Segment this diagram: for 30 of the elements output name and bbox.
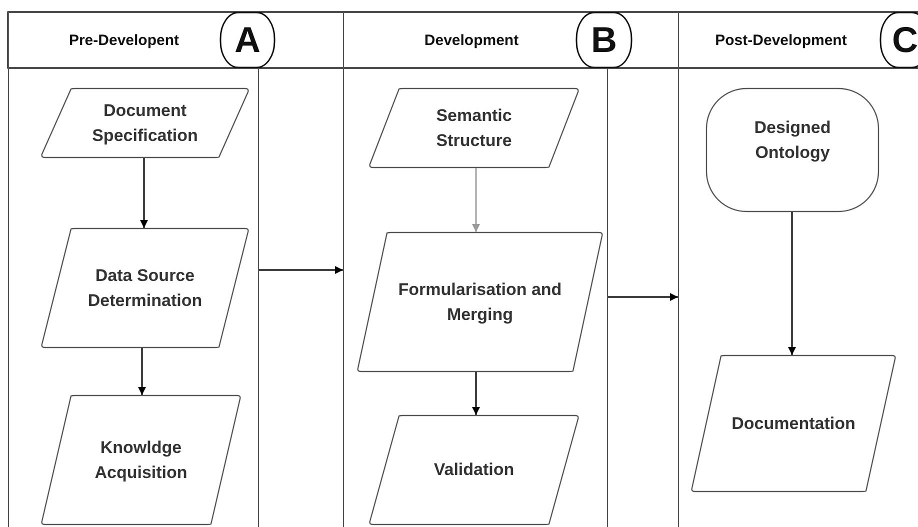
arrow (788, 212, 796, 355)
letter-badge: C (880, 12, 918, 68)
data-parallelogram (41, 395, 241, 525)
data-parallelogram (369, 415, 579, 525)
arrow (259, 266, 343, 274)
data-parallelogram (357, 232, 603, 372)
terminal-shape (706, 88, 879, 212)
swimlane (8, 12, 259, 527)
data-parallelogram (41, 88, 249, 158)
arrow (140, 158, 148, 228)
data-parallelogram (41, 228, 249, 348)
lane-title: Development (423, 30, 520, 50)
step-label: Data Source Determination (86, 264, 204, 312)
step-label: Knowldge Acquisition (94, 436, 188, 484)
data-parallelogram (691, 355, 896, 492)
step-label: Validation (432, 459, 516, 482)
arrow (472, 372, 480, 415)
step-label: Document Specification (91, 100, 199, 147)
data-parallelogram (369, 88, 579, 168)
lane-title: Pre-Developent (68, 30, 180, 50)
step-label: Documentation (730, 412, 856, 435)
step-label: Formularisation and Merging (397, 278, 563, 326)
lane-title: Post-Development (714, 30, 848, 50)
arrow (608, 293, 678, 301)
letter-badge: A (220, 12, 275, 68)
letter-badge: B (576, 12, 632, 68)
arrow (138, 348, 146, 395)
step-label: Semantic Structure (435, 104, 513, 152)
arrow (472, 168, 480, 232)
step-label: Designed Ontology (753, 116, 832, 164)
